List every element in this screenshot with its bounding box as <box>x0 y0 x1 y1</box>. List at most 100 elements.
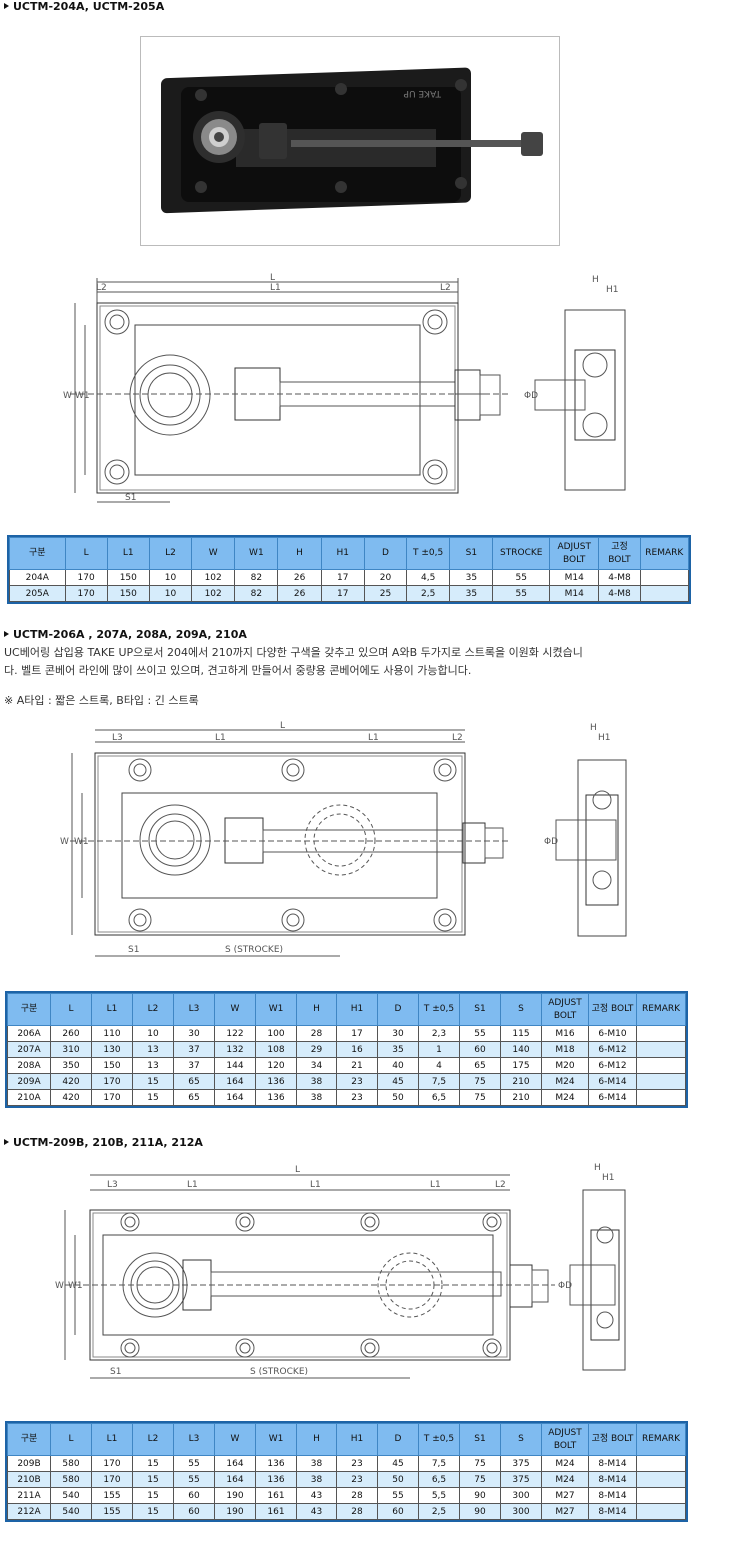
header-cell: W <box>214 1423 256 1456</box>
drawing-3: L L3 L1 L1 L1 L2 W W1 S1 S (STROCKE) <box>45 1160 685 1390</box>
table-cell: 75 <box>459 1471 501 1488</box>
dim-L3-label: L3 <box>112 733 123 743</box>
header-cell: W <box>214 993 256 1026</box>
header-cell: D <box>377 1423 419 1456</box>
dim-L2-left-label: L2 <box>96 283 107 293</box>
table-cell: 29 <box>296 1041 337 1058</box>
spec-table-2: 구분 L L1 L2 L3 W W1 H H1 D T ±0,5 S1 S AD… <box>5 991 688 1108</box>
table-cell: 28 <box>296 1025 337 1042</box>
table-cell: M14 <box>549 585 600 602</box>
table-cell: 205A <box>9 585 66 602</box>
table-cell: 115 <box>500 1025 542 1042</box>
table-cell: 15 <box>132 1089 174 1106</box>
header-cell: 구분 <box>7 993 51 1026</box>
table-cell: 170 <box>91 1455 133 1472</box>
technical-drawing-2: L L3 L1 L1 L2 W W1 S1 S (STROCKE) H H1 <box>60 721 627 957</box>
table-cell: 37 <box>173 1057 215 1074</box>
table-cell: 23 <box>336 1455 378 1472</box>
table-cell: 420 <box>50 1073 92 1090</box>
header-cell: L <box>50 993 92 1026</box>
table-cell: 164 <box>214 1471 256 1488</box>
table-cell: M20 <box>541 1057 589 1074</box>
table-cell: 150 <box>106 569 150 586</box>
table-cell: 2,3 <box>418 1025 460 1042</box>
table-cell: 164 <box>214 1089 256 1106</box>
table-cell: 35 <box>449 585 494 602</box>
table-cell: 209B <box>7 1455 51 1472</box>
product-photo: TAKE UP <box>140 36 560 246</box>
header-cell: L <box>64 537 108 570</box>
table-cell: 300 <box>500 1487 542 1504</box>
table-cell: 65 <box>173 1089 215 1106</box>
table-cell: 23 <box>336 1471 378 1488</box>
dim-L1-label: L1 <box>270 283 281 293</box>
table-cell: 34 <box>296 1057 337 1074</box>
table-cell: M27 <box>541 1487 589 1504</box>
header-cell: S1 <box>449 537 494 570</box>
table-cell: 350 <box>50 1057 92 1074</box>
dim-L1-a-label: L1 <box>187 1180 198 1190</box>
dim-L2-right-label: L2 <box>440 283 451 293</box>
dim-H1-label: H1 <box>598 733 611 743</box>
table-cell: 110 <box>91 1025 133 1042</box>
dim-W-label: W <box>60 837 69 847</box>
table-cell: 82 <box>234 585 279 602</box>
header-cell: L2 <box>132 1423 174 1456</box>
dim-L-label: L <box>280 721 285 731</box>
table-cell: 60 <box>459 1041 501 1058</box>
table-cell: 4 <box>418 1057 460 1074</box>
table-row: 211A 540 155 15 60 190 161 43 28 55 5,5 … <box>7 1487 686 1504</box>
table-cell <box>636 1487 686 1504</box>
dim-L1-c-label: L1 <box>430 1180 441 1190</box>
table-row: 206A 260 110 10 30 122 100 28 17 30 2,3 … <box>7 1025 686 1042</box>
table-cell: 130 <box>91 1041 133 1058</box>
table-cell: 6,5 <box>418 1471 460 1488</box>
table-cell: 300 <box>500 1503 542 1520</box>
table-row: 212A 540 155 15 60 190 161 43 28 60 2,5 … <box>7 1503 686 1520</box>
table-cell: 6,5 <box>418 1089 460 1106</box>
header-cell: STROCKE <box>492 537 551 570</box>
table-cell: 136 <box>255 1073 297 1090</box>
table-cell: 136 <box>255 1471 297 1488</box>
table-cell: 122 <box>214 1025 256 1042</box>
header-cell: 고정 BOLT <box>598 537 641 570</box>
table-cell: 26 <box>277 569 322 586</box>
table-cell: 21 <box>336 1057 378 1074</box>
table-cell: 170 <box>64 569 108 586</box>
section-2-title: UCTM-206A , 207A, 208A, 209A, 210A <box>4 628 247 641</box>
header-cell: L2 <box>132 993 174 1026</box>
dim-S1-label: S1 <box>128 945 139 955</box>
dim-H-label: H <box>592 275 599 285</box>
table-cell <box>636 1089 686 1106</box>
table-row: 208A 350 150 13 37 144 120 34 21 40 4 65… <box>7 1057 686 1074</box>
table-cell: 136 <box>255 1089 297 1106</box>
description-line: 다. 벨트 콘베어 라인에 많이 쓰이고 있으며, 견고하게 만들어서 중량용 … <box>4 664 472 677</box>
header-cell: REMARK <box>636 993 686 1026</box>
table-cell: 6-M12 <box>588 1041 637 1058</box>
table-cell: 210 <box>500 1073 542 1090</box>
table-cell: 210A <box>7 1089 51 1106</box>
header-cell: W1 <box>234 537 279 570</box>
table-cell: M18 <box>541 1041 589 1058</box>
table-cell: 375 <box>500 1471 542 1488</box>
table-cell: 38 <box>296 1073 337 1090</box>
header-cell: S <box>500 1423 542 1456</box>
table-cell: 17 <box>320 585 365 602</box>
table-cell <box>639 569 690 586</box>
table-cell: 13 <box>132 1057 174 1074</box>
table-cell: 211A <box>7 1487 51 1504</box>
table-cell: 35 <box>377 1041 419 1058</box>
table-cell: 75 <box>459 1089 501 1106</box>
table-cell: 108 <box>255 1041 297 1058</box>
table-cell: 144 <box>214 1057 256 1074</box>
table-cell: 6-M14 <box>588 1073 637 1090</box>
table-cell: 164 <box>214 1455 256 1472</box>
table-cell: 10 <box>132 1025 174 1042</box>
dim-L-label: L <box>295 1165 300 1175</box>
table-row: 207A 310 130 13 37 132 108 29 16 35 1 60… <box>7 1041 686 1058</box>
table-cell: 43 <box>296 1487 337 1504</box>
table-cell: 5,5 <box>418 1487 460 1504</box>
dim-S-label: S (STROCKE) <box>225 945 283 955</box>
triangle-bullet-icon <box>4 3 9 9</box>
table-cell: 25 <box>363 585 408 602</box>
